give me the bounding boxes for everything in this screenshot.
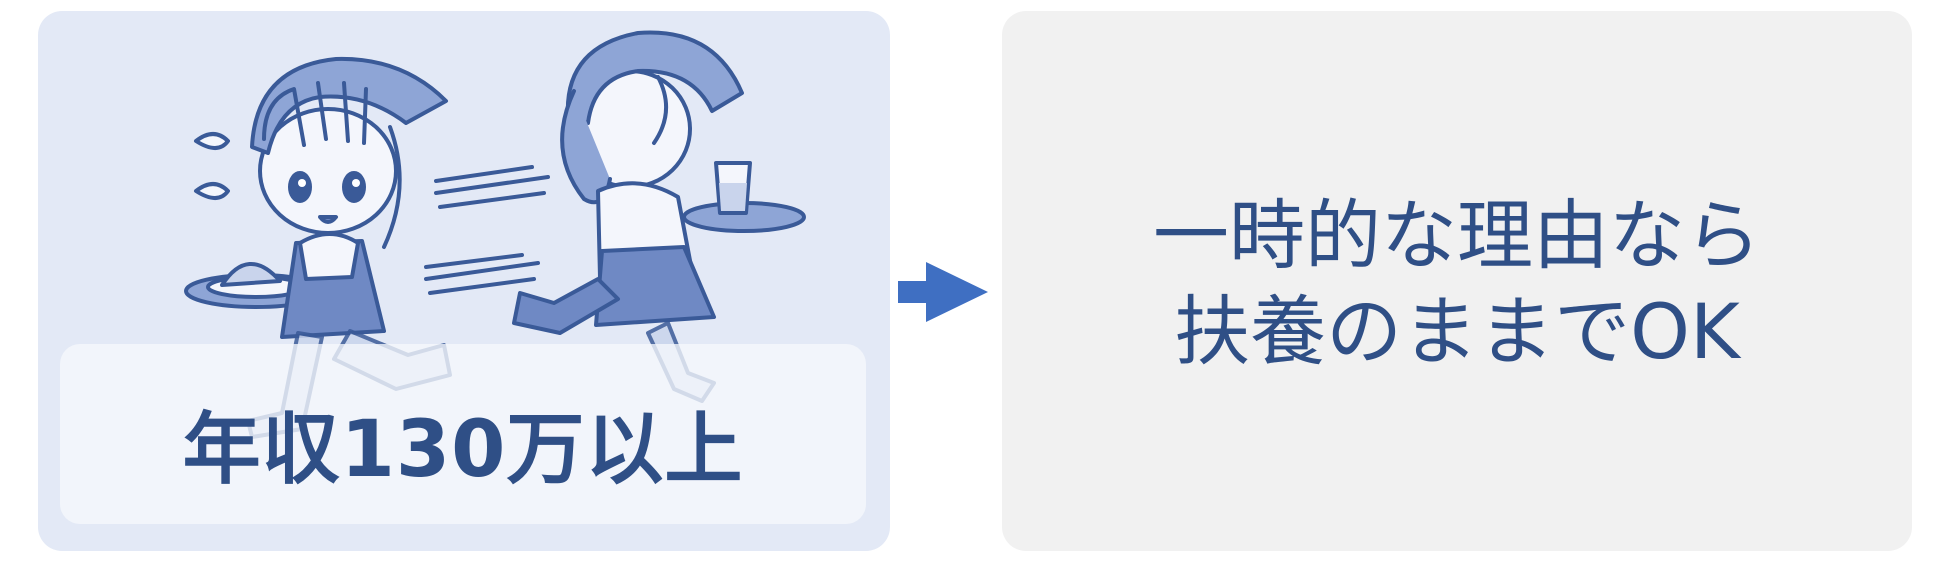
arrow-right-icon	[898, 262, 988, 322]
cause-label: 年収130万以上	[182, 405, 744, 495]
result-panel: 一時的な理由なら 扶養のままでOK	[1002, 11, 1912, 551]
cause-panel: 年収130万以上	[38, 11, 890, 551]
result-text: 一時的な理由なら 扶養のままでOK	[1153, 182, 1761, 380]
result-line-2: 扶養のままでOK	[1174, 287, 1740, 376]
cause-label-box: 年収130万以上	[60, 344, 866, 524]
result-line-1: 一時的な理由なら	[1153, 191, 1761, 280]
